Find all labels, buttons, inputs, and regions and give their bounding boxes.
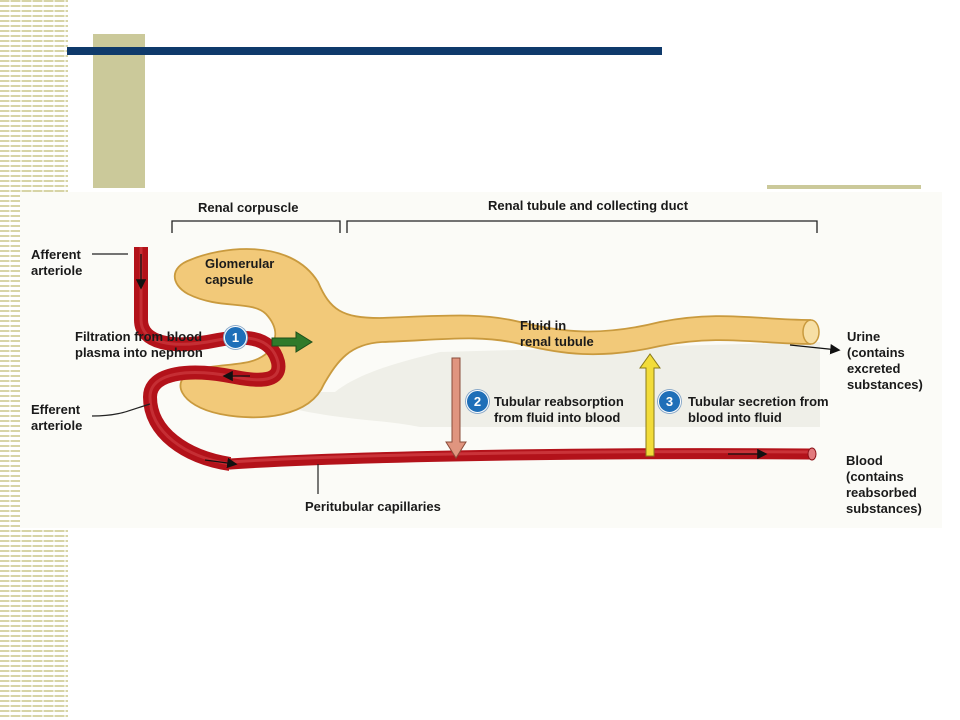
- peritubular-capillary: [224, 448, 816, 470]
- filtration-arrow: [271, 331, 313, 353]
- label-blood: Blood (contains reabsorbed substances): [846, 453, 922, 516]
- reabsorption-arrow: [445, 357, 467, 459]
- step-badge-1: 1: [224, 326, 247, 349]
- label-fluid-in-tubule: Fluid in renal tubule: [520, 318, 594, 349]
- bracket-renal-tubule: [346, 220, 818, 233]
- bracket-renal-corpuscle: [171, 220, 341, 233]
- label-reabsorption: Tubular reabsorption from fluid into blo…: [494, 394, 624, 425]
- arteriole-loop: [134, 247, 286, 471]
- label-afferent-arteriole: Afferent arteriole: [31, 247, 83, 278]
- accent-block: [93, 34, 145, 188]
- leader-lines: [91, 253, 319, 494]
- label-secretion: Tubular secretion from blood into fluid: [688, 394, 829, 425]
- step-badge-3: 3: [658, 390, 681, 413]
- nephron-diagram: Renal corpuscle Renal tubule and collect…: [20, 192, 942, 528]
- secretion-arrow: [639, 353, 661, 457]
- label-urine: Urine (contains excreted substances): [847, 329, 923, 392]
- label-filtration: Filtration from blood plasma into nephro…: [75, 329, 203, 360]
- label-peritubular-capillaries: Peritubular capillaries: [305, 499, 441, 514]
- label-renal-corpuscle: Renal corpuscle: [198, 200, 299, 215]
- title-bar: [67, 47, 662, 55]
- capillary-end: [807, 447, 817, 461]
- label-efferent-arteriole: Efferent arteriole: [31, 402, 83, 433]
- label-renal-tubule: Renal tubule and collecting duct: [488, 198, 689, 213]
- label-glomerular-capsule: Glomerular capsule: [205, 256, 275, 287]
- accent-line: [767, 185, 921, 189]
- step-badge-2: 2: [466, 390, 489, 413]
